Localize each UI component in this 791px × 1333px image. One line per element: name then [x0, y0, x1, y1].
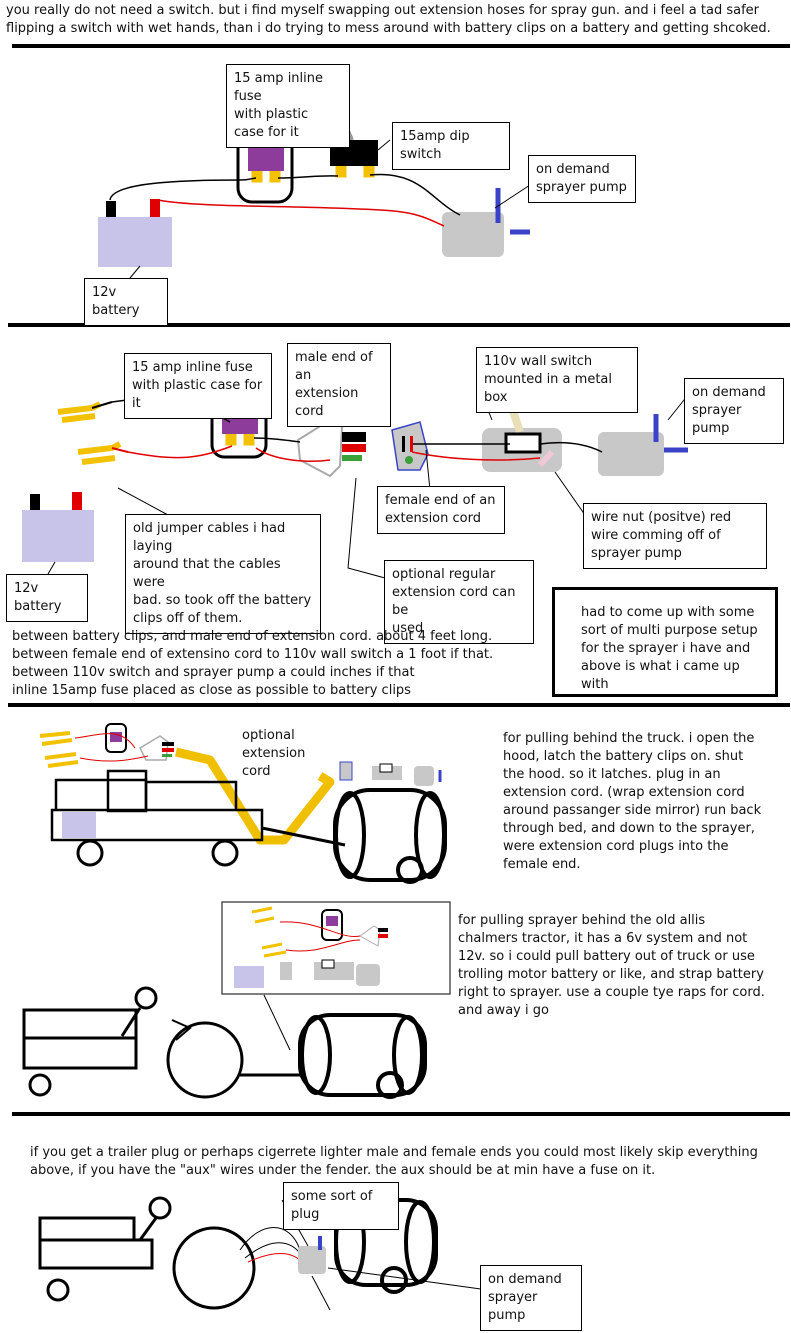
switch-label: 15amp dip switch [392, 122, 510, 170]
truck-description: for pulling behind the truck. i open the… [503, 731, 762, 872]
fuse-label: 15 amp inline fuse with plastic case for… [226, 64, 350, 148]
divider [8, 323, 790, 327]
pump-label: on demand sprayer pump [480, 1265, 582, 1331]
tractor-description: for pulling sprayer behind the old allis… [458, 913, 765, 1018]
battery-label: 12v battery [6, 574, 88, 622]
divider [8, 703, 790, 707]
battery-icon [98, 217, 172, 267]
aux-description: if you get a trailer plug or perhaps cig… [30, 1145, 758, 1178]
divider [12, 1112, 790, 1116]
divider [12, 44, 790, 48]
wall-switch-label: 110v wall switch mounted in a metal box [476, 347, 638, 413]
pump-icon [442, 212, 504, 257]
fuse-label: 15 amp inline fuse with plastic case for… [124, 353, 272, 419]
truck-scene [39, 723, 447, 884]
jumper-label: old jumper cables i had laying around th… [125, 514, 321, 634]
female-end-label: female end of an extension cord [377, 486, 505, 534]
battery-clip-black [57, 401, 102, 423]
male-end-label: male end of an extension cord [287, 343, 391, 427]
length-notes: between battery clips, and male end of e… [12, 629, 494, 698]
fuse-icon [248, 147, 284, 171]
wire-nut-label: wire nut (positve) red wire comming off … [583, 503, 767, 569]
pump-label: on demand sprayer pump [528, 155, 636, 203]
summary-box: had to come up with some sort of multi p… [552, 587, 778, 697]
panel2-diagram [22, 389, 689, 579]
optional-cord-text: optional extension cord [242, 728, 306, 779]
intro-text: you really do not need a switch. but i f… [6, 3, 771, 36]
plug-icon [298, 1246, 326, 1274]
male-plug [296, 418, 344, 478]
battery-clip-red [77, 441, 122, 465]
battery-label: 12v battery [84, 278, 168, 326]
plug-label: some sort of plug [283, 1182, 399, 1230]
tractor-scene [22, 901, 451, 1099]
pump-label: on demand sprayer pump [684, 378, 784, 444]
optional-cord-label: optional regular extension cord can be u… [384, 560, 534, 644]
aux-plug-scene [38, 1196, 489, 1311]
